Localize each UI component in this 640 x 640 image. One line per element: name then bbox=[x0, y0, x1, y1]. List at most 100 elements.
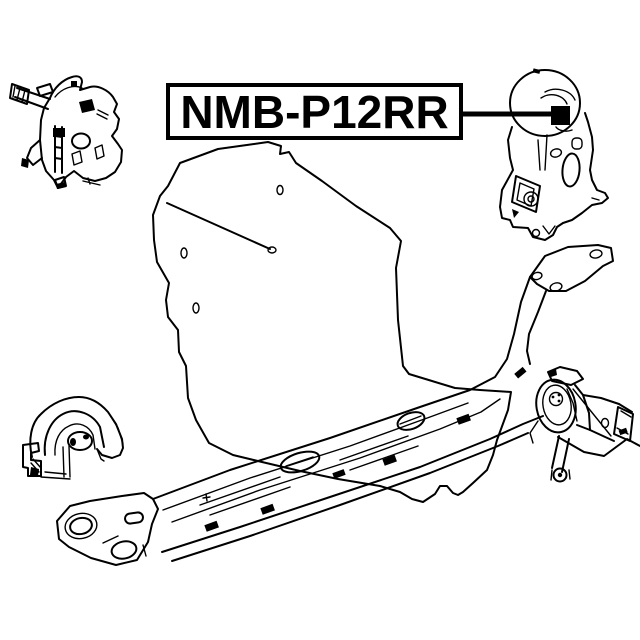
dark-detail bbox=[53, 128, 65, 137]
slot-hole bbox=[94, 144, 105, 160]
arm-line bbox=[591, 197, 600, 201]
inner-arc bbox=[540, 88, 576, 105]
dark-detail bbox=[71, 81, 77, 87]
cross-mark bbox=[202, 493, 211, 502]
side-bracket bbox=[22, 442, 42, 477]
bolt-circle bbox=[523, 191, 539, 207]
square-hole bbox=[571, 137, 583, 150]
rib-lines bbox=[537, 134, 548, 171]
dark-detail bbox=[21, 158, 29, 168]
plate-hole bbox=[549, 282, 563, 292]
callout bbox=[463, 106, 570, 125]
arm-lower bbox=[576, 424, 615, 442]
bushing-oval bbox=[71, 132, 91, 150]
small-oval-hole bbox=[549, 148, 563, 158]
plate-hole bbox=[531, 271, 543, 281]
dipstick-line bbox=[166, 202, 271, 250]
bolt bbox=[332, 469, 346, 479]
part-number-label-box: NMB-P12RR bbox=[166, 83, 463, 140]
bottom-edge bbox=[557, 436, 640, 457]
right-plate-outline bbox=[529, 244, 614, 292]
oval-inner-line bbox=[399, 415, 422, 425]
neck-edge bbox=[526, 290, 547, 365]
inner-dome bbox=[43, 410, 105, 456]
dome-inner-arc bbox=[54, 85, 83, 98]
engine-block bbox=[152, 141, 512, 503]
slot-hole bbox=[71, 150, 83, 166]
plate-hole bbox=[110, 540, 138, 560]
beam-bottom-edge bbox=[161, 415, 544, 553]
foot-dot bbox=[557, 472, 563, 478]
v-notch bbox=[542, 225, 556, 235]
highlight-marker-square bbox=[551, 106, 570, 125]
slot-hole bbox=[124, 511, 144, 525]
engine-mount-lower-left bbox=[22, 396, 124, 480]
hatch-lines bbox=[12, 85, 26, 103]
bolt-hole bbox=[276, 184, 284, 196]
left-flap bbox=[26, 139, 43, 166]
bolt-hole bbox=[180, 247, 188, 259]
inner-dome bbox=[54, 423, 96, 456]
dark-detail bbox=[549, 369, 557, 377]
left-tail bbox=[529, 420, 539, 444]
top-tab bbox=[36, 83, 54, 97]
side-bracket bbox=[511, 175, 541, 213]
arm-upper bbox=[582, 394, 633, 413]
foot-sole bbox=[56, 182, 66, 189]
dot bbox=[557, 393, 561, 397]
part-number-text: NMB-P12RR bbox=[180, 85, 449, 138]
center-bolt bbox=[548, 391, 564, 407]
foot-lines bbox=[40, 448, 105, 480]
dot bbox=[557, 399, 561, 403]
bolt-hole bbox=[192, 302, 200, 314]
foot-hole bbox=[531, 228, 541, 238]
left-plate-outline bbox=[56, 492, 159, 566]
rib-lines bbox=[62, 445, 71, 478]
foot-ring bbox=[552, 467, 568, 483]
disc-inner bbox=[542, 384, 572, 426]
bracket-arm bbox=[14, 87, 51, 110]
dark-detail bbox=[79, 99, 95, 113]
detail-lines bbox=[82, 177, 101, 186]
inner-arc bbox=[555, 126, 573, 132]
bolt bbox=[456, 413, 471, 425]
diag-brace bbox=[572, 388, 612, 437]
front-crossmember bbox=[56, 244, 614, 566]
foot-lines bbox=[550, 469, 571, 481]
legs bbox=[551, 435, 570, 473]
beam-flange-edge bbox=[171, 432, 529, 562]
louver-lines bbox=[199, 435, 419, 516]
front-face-inner bbox=[566, 388, 578, 422]
oval-inner-line bbox=[285, 456, 314, 467]
bushing-oval bbox=[67, 431, 93, 451]
bolt bbox=[204, 520, 219, 532]
mount-body-outline bbox=[499, 112, 609, 241]
engine-outline bbox=[152, 141, 512, 503]
dark-detail bbox=[83, 434, 89, 440]
beam-ridge bbox=[171, 398, 501, 523]
bolt bbox=[514, 366, 527, 379]
engine-mount-lower-right bbox=[529, 366, 640, 483]
large-oval-hole bbox=[561, 152, 581, 188]
plate-hole bbox=[69, 516, 93, 536]
detail-lines bbox=[96, 109, 109, 120]
beam-oval-hole bbox=[396, 411, 426, 431]
top-cap bbox=[547, 366, 584, 386]
flap-line bbox=[107, 411, 124, 445]
beam-oval-hole bbox=[279, 450, 321, 474]
bolt bbox=[618, 427, 628, 436]
disc-outer bbox=[535, 378, 577, 434]
dipstick-end bbox=[267, 246, 277, 254]
bushing-ring bbox=[509, 69, 581, 137]
mount-body-outline bbox=[39, 75, 123, 189]
bolt-circle bbox=[527, 195, 535, 203]
rim-tick bbox=[532, 68, 541, 74]
dark-detail bbox=[70, 438, 76, 446]
bolt bbox=[382, 454, 397, 466]
dot bbox=[551, 395, 555, 399]
dark-detail bbox=[30, 467, 39, 476]
arm-end-cap bbox=[9, 83, 30, 105]
beam-top-edge bbox=[152, 276, 531, 500]
